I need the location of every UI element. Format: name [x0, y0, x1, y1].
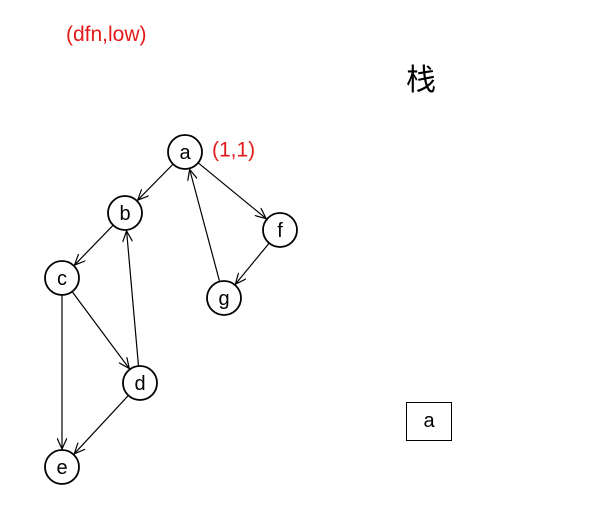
node-f: f — [262, 212, 298, 248]
node-label: b — [119, 203, 130, 225]
edge-g-a — [190, 169, 221, 282]
edges-layer — [62, 162, 270, 454]
nodes-layer: a (1,1) b c d e f g — [44, 134, 298, 485]
edge-b-c — [75, 224, 114, 265]
stack-title: 栈 — [406, 63, 436, 98]
edge-c-d — [71, 291, 129, 369]
node-circle — [44, 449, 80, 485]
node-circle — [122, 365, 158, 401]
node-circle — [107, 195, 143, 231]
edge-a-f — [197, 162, 266, 219]
edge-d-b — [127, 231, 140, 367]
edge-f-g — [235, 242, 270, 284]
node-circle — [262, 212, 298, 248]
node-circle — [44, 260, 80, 296]
node-a: a (1,1) — [167, 134, 255, 170]
node-b: b — [107, 195, 143, 231]
stack-cell: a — [406, 402, 452, 441]
node-label: d — [134, 373, 145, 395]
node-annotation: (1,1) — [212, 139, 255, 162]
node-label: e — [56, 457, 67, 479]
node-c: c — [44, 260, 80, 296]
node-circle — [206, 280, 242, 316]
node-label: c — [57, 268, 67, 290]
node-d: d — [122, 365, 158, 401]
dfn-low-legend: (dfn,low) — [66, 23, 147, 46]
node-g: g — [206, 280, 242, 316]
node-label: g — [218, 288, 229, 310]
node-e: e — [44, 449, 80, 485]
edge-d-e — [74, 395, 129, 453]
node-circle — [167, 134, 203, 170]
edge-a-b — [138, 163, 174, 200]
node-label: f — [277, 220, 283, 242]
node-label: a — [179, 142, 191, 164]
